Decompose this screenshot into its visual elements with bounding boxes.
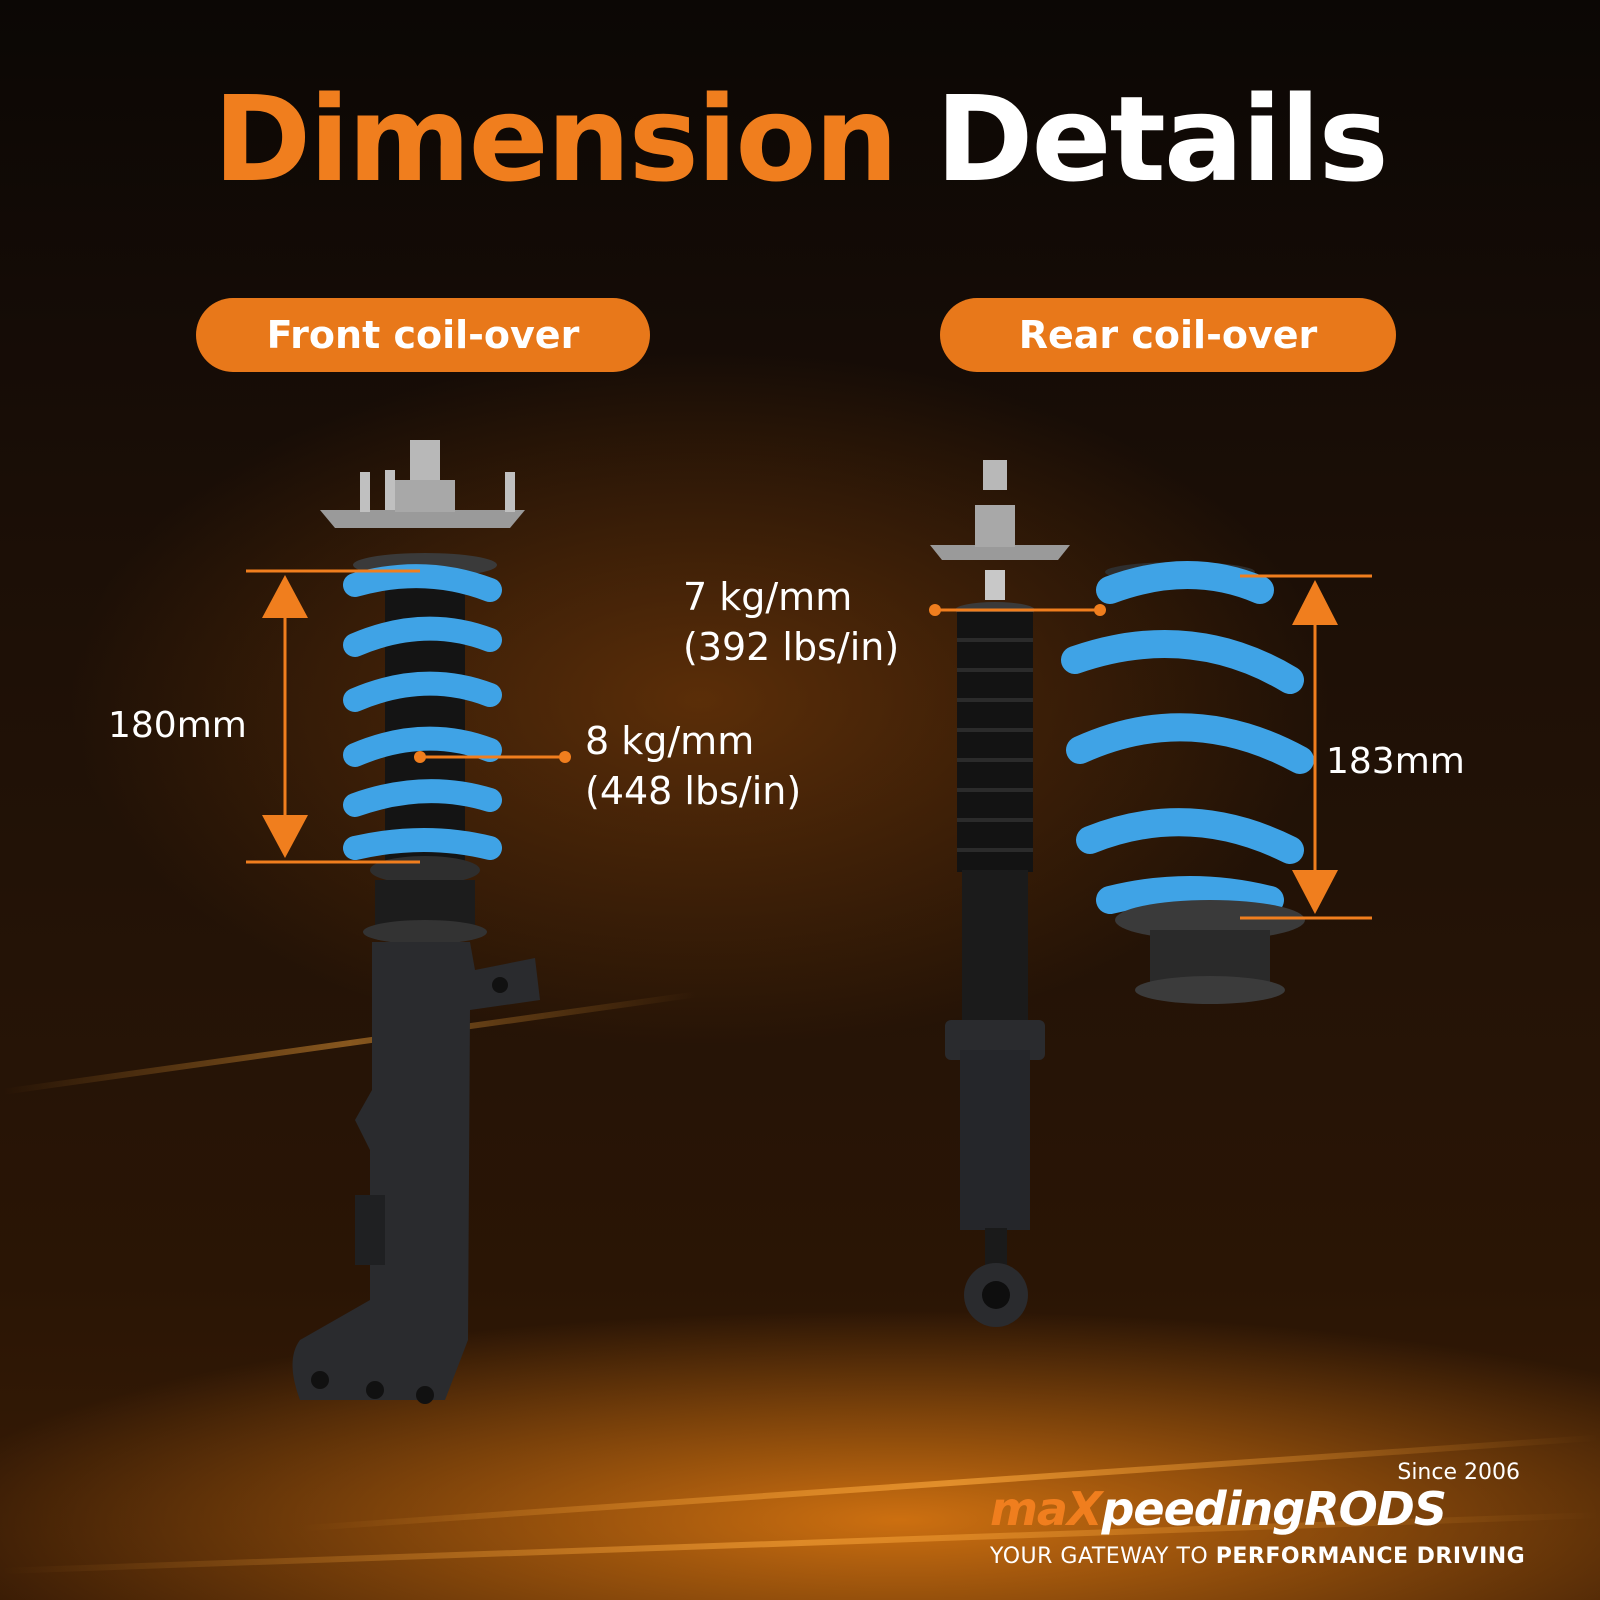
brand-logo: Since 2006 maXpeedingRODS YOUR GATEWAY T… <box>990 1460 1525 1570</box>
rear-threaded-body <box>962 870 1028 1020</box>
rear-length-label: 183mm <box>1326 741 1465 782</box>
front-rate-lbs: (448 lbs/in) <box>585 769 802 813</box>
front-strut-housing <box>292 942 540 1400</box>
rear-spring-rate: 7 kg/mm (392 lbs/in) <box>683 572 899 672</box>
logo-brand-pre: maX <box>990 1482 1102 1536</box>
rear-coilover-label: Rear coil-over <box>940 298 1396 372</box>
front-coilover <box>292 440 540 1404</box>
front-coilover-label: Front coil-over <box>196 298 650 372</box>
rear-length-arrow <box>1240 574 1372 920</box>
logo-tagline: YOUR GATEWAY TO PERFORMANCE DRIVING <box>990 1544 1525 1569</box>
rear-spring <box>1061 561 1314 914</box>
rear-rate-lbs: (392 lbs/in) <box>683 625 900 669</box>
rear-top-nut <box>983 460 1007 490</box>
front-length-arrow <box>246 569 420 864</box>
rear-bellows-ribs <box>957 638 1033 852</box>
logo-brand: maXpeedingRODS <box>990 1482 1447 1536</box>
rear-top-plate <box>930 545 1070 560</box>
rear-bellows <box>957 612 1033 872</box>
front-lower-seat <box>370 856 480 884</box>
logo-brand-post: peedingRODS <box>1101 1482 1447 1536</box>
front-spring-rate: 8 kg/mm (448 lbs/in) <box>585 716 801 816</box>
front-top-nut <box>410 440 440 480</box>
front-rate-kg: 8 kg/mm <box>585 719 755 763</box>
rear-rate-kg: 7 kg/mm <box>683 575 853 619</box>
title-word-details: Details <box>935 70 1389 208</box>
logo-since: Since 2006 <box>1397 1460 1520 1485</box>
rear-rate-callout <box>929 604 1106 616</box>
rear-spring-assembly <box>1061 561 1314 1004</box>
front-top-plate <box>320 510 525 528</box>
logo-tagline-pre: YOUR GATEWAY TO <box>990 1544 1216 1569</box>
title-word-dimension: Dimension <box>213 70 898 208</box>
rear-shock-body <box>960 1050 1030 1230</box>
page-title: Dimension Details <box>0 70 1600 208</box>
front-rate-callout <box>414 751 571 763</box>
front-spring <box>343 564 502 860</box>
logo-tagline-bold: PERFORMANCE DRIVING <box>1215 1544 1526 1569</box>
front-top-hat <box>395 480 455 512</box>
rear-shock <box>930 460 1070 1327</box>
front-length-label: 180mm <box>108 705 247 746</box>
